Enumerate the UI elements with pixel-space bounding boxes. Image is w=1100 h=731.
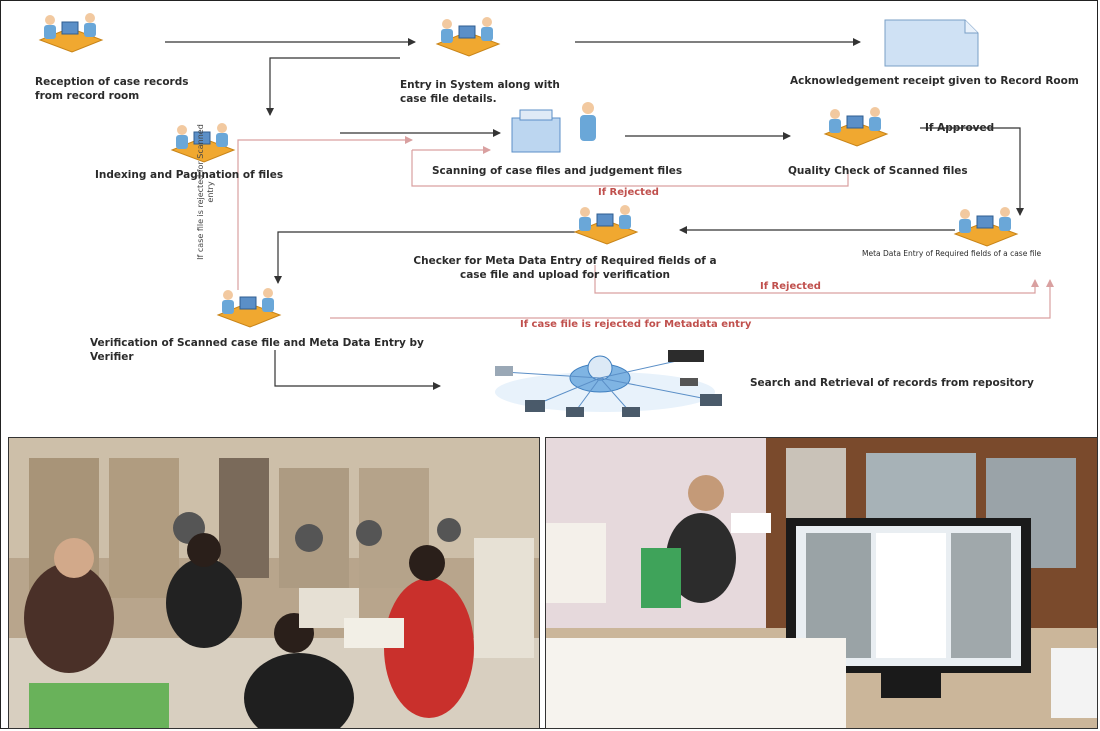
verification-workstation-icon bbox=[217, 287, 281, 328]
computer-workstation-scanning-photo-icon bbox=[546, 438, 1097, 728]
step-entry-label: Entry in System along with case file det… bbox=[400, 79, 560, 105]
edge-label-rejected-scanned: If case file is rejected for Scanned ent… bbox=[196, 124, 215, 260]
step-checker-label: Checker for Meta Data Entry of Required … bbox=[413, 255, 717, 281]
office-staff-sorting-files-photo-icon bbox=[9, 438, 539, 728]
arrow-rejected-verification-to-scanning bbox=[237, 136, 413, 290]
step-acknowledgement-label: Acknowledgement receipt given to Record … bbox=[790, 75, 1079, 87]
arrow-rejected-verification-to-metadata bbox=[330, 279, 1054, 319]
metadata-workstation-icon bbox=[954, 206, 1018, 247]
edge-label-rejected-metadata: If case file is rejected for Metadata en… bbox=[520, 319, 752, 330]
arrow-rejected-quality-to-scanning bbox=[411, 150, 849, 187]
arrow-verification-to-search bbox=[274, 350, 441, 390]
entry-workstation-icon bbox=[436, 16, 500, 57]
step-reception-label: Reception of case records from record ro… bbox=[35, 76, 189, 102]
step-quality-label: Quality Check of Scanned files bbox=[788, 165, 968, 177]
edge-label-if-approved: If Approved bbox=[925, 122, 995, 134]
step-scanning-label: Scanning of case files and judgement fil… bbox=[432, 165, 683, 177]
computer-workstation-photo bbox=[545, 437, 1098, 729]
arrow-checker-to-verification bbox=[274, 231, 575, 284]
step-metadata-entry-label: Meta Data Entry of Required fields of a … bbox=[862, 249, 1042, 258]
checker-workstation-icon bbox=[574, 204, 638, 245]
quality-check-workstation-icon bbox=[824, 106, 888, 147]
step-verification-label: Verification of Scanned case file and Me… bbox=[90, 337, 424, 363]
scanning-workstation-icon bbox=[511, 102, 596, 153]
edge-label-if-rejected-quality: If Rejected bbox=[598, 187, 659, 198]
edge-label-if-rejected-checker: If Rejected bbox=[760, 281, 821, 292]
receipt-document-icon bbox=[884, 19, 979, 67]
reception-workstation-icon bbox=[39, 12, 103, 53]
office-staff-photo bbox=[8, 437, 540, 729]
arrow-quality-to-metadata bbox=[920, 127, 1024, 216]
arrow-entry-to-indexing bbox=[266, 57, 400, 116]
step-indexing-label: Indexing and Pagination of files bbox=[95, 169, 284, 181]
workflow-diagram bbox=[39, 12, 1054, 417]
step-search-label: Search and Retrieval of records from rep… bbox=[750, 377, 1034, 389]
network-repository-icon bbox=[495, 350, 722, 417]
arrow-rejected-checker-to-metadata bbox=[594, 265, 1039, 294]
